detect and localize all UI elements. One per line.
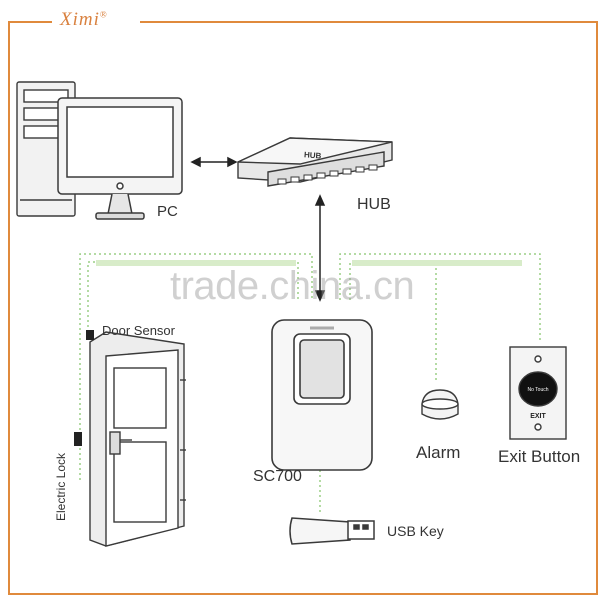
pc-hub-link [190, 156, 238, 168]
hub-label: HUB [357, 196, 391, 213]
door-sensor-icon [86, 330, 94, 340]
pc-label: PC [157, 203, 178, 220]
hub-icon [237, 137, 393, 187]
electric-lock-icon [74, 432, 82, 446]
frame-border [8, 21, 598, 595]
door-icon [89, 331, 186, 547]
usb-key-label: USB Key [387, 523, 444, 539]
electric-lock-label: Electric Lock [54, 452, 69, 522]
watermark-text: trade.china.cn [170, 264, 415, 308]
door-sensor-label: Door Sensor [102, 323, 175, 338]
no-touch-text: No Touch [527, 387, 548, 393]
alarm-label: Alarm [416, 443, 461, 462]
hub-sc700-link [314, 194, 326, 302]
pc-monitor-icon [57, 97, 183, 220]
wire-band-right [352, 260, 522, 266]
sc700-label: SC700 [253, 468, 302, 485]
exit-button-label: Exit Button [498, 447, 581, 466]
alarm-icon [421, 389, 459, 420]
sc700-reader-icon [271, 319, 373, 471]
usb-key-icon [289, 517, 375, 545]
brand-mark: ® [99, 9, 108, 20]
hub-print-text: HUB [304, 150, 322, 160]
exit-button-icon [509, 346, 567, 440]
brand-name: Ximi [60, 9, 100, 30]
exit-text: EXIT [530, 413, 546, 420]
wire-band-left [96, 260, 296, 266]
brand-logo: Ximi® [56, 9, 112, 31]
